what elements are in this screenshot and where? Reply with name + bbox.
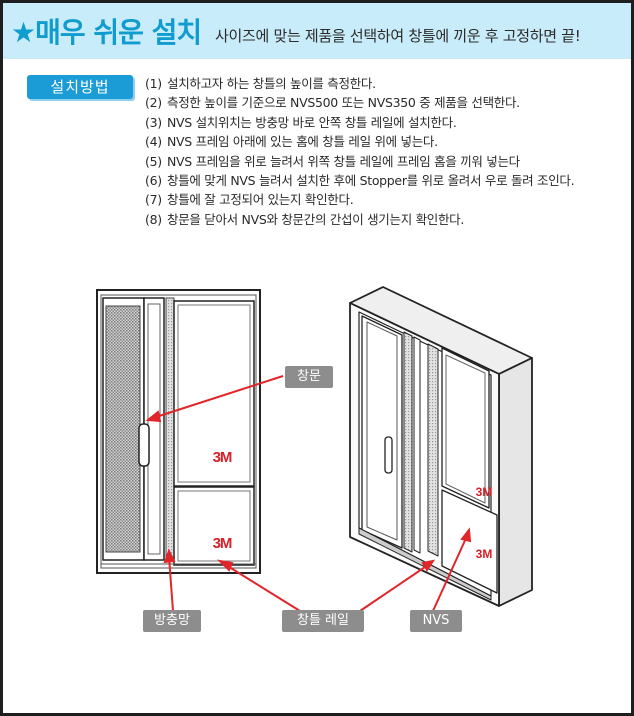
install-steps-list: (1)설치하고자 하는 창틀의 높이를 측정한다. (2)측정한 높이를 기준으… <box>145 74 575 229</box>
label-window: 창문 <box>285 366 333 388</box>
label-rail: 창틀 레일 <box>282 610 364 632</box>
perspective-window-view: 3M 3M <box>349 286 533 607</box>
header-banner: ★매우 쉬운 설치 사이즈에 맞는 제품을 선택하여 창틀에 끼운 후 고정하면… <box>3 3 631 59</box>
label-screen: 방충망 <box>143 610 201 632</box>
page-subtitle: 사이즈에 맞는 제품을 선택하여 창틀에 끼운 후 고정하면 끝! <box>215 27 581 45</box>
brand-logo-3m: 3M <box>213 449 232 466</box>
install-method-badge: 설치방법 <box>27 75 133 99</box>
callout-pointers <box>145 375 472 612</box>
step-item: (7)창틀에 잘 고정되어 있는지 확인한다. <box>145 192 354 208</box>
step-item: (6)창틀에 맞게 NVS 늘려서 설치한 후에 Stopper를 위로 올려서… <box>145 172 575 188</box>
label-nvs: NVS <box>410 610 462 632</box>
brand-logo-3m: 3M <box>213 535 232 552</box>
step-item: (4)NVS 프레임 아래에 있는 홈에 창틀 레일 위에 넣는다. <box>145 134 438 150</box>
step-item: (1)설치하고자 하는 창틀의 높이를 측정한다. <box>145 76 376 91</box>
page-title: ★매우 쉬운 설치 <box>11 16 202 49</box>
step-item: (3)NVS 설치위치는 방충망 바로 안쪽 창틀 레일에 설치한다. <box>145 114 457 130</box>
step-item: (8)창문을 닫아서 NVS와 창문간의 간섭이 생기는지 확인한다. <box>145 211 465 227</box>
brand-logo-3m: 3M <box>476 547 493 561</box>
step-item: (2)측정한 높이를 기준으로 NVS500 또는 NVS350 중 제품을 선… <box>145 95 520 111</box>
front-window-view: 3M 3M <box>96 289 261 574</box>
brand-logo-3m: 3M <box>476 485 493 499</box>
step-item: (5)NVS 프레임을 위로 늘려서 위쪽 창틀 레일에 프레임 홈을 끼워 넣… <box>145 153 520 169</box>
